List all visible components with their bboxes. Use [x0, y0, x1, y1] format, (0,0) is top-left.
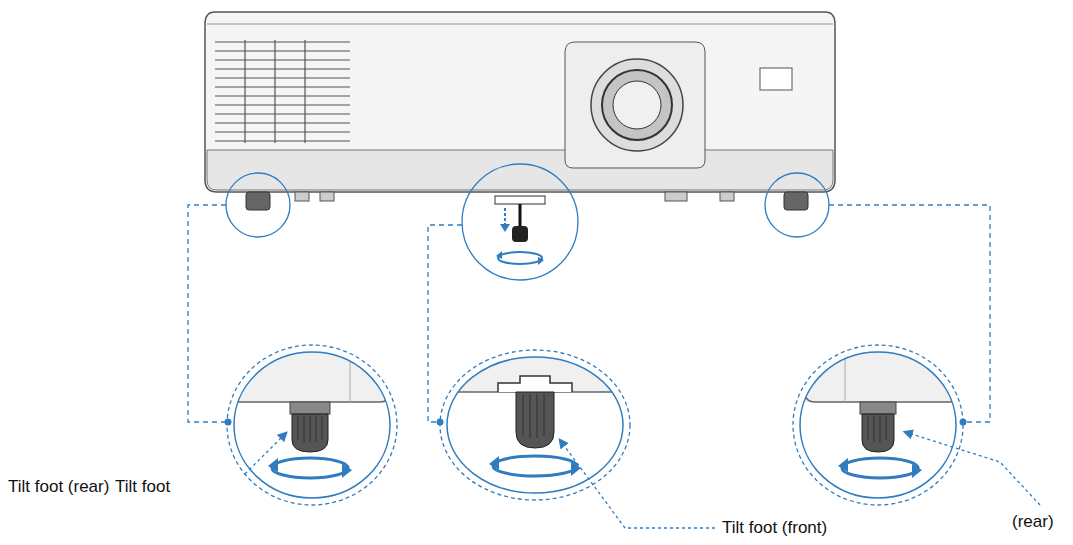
- part-label: Tilt foot (front): [722, 519, 827, 538]
- part-label: (rear): [1012, 513, 1054, 532]
- part-label: Tilt foot: [115, 478, 170, 497]
- part-label: Tilt foot (rear): [8, 478, 109, 497]
